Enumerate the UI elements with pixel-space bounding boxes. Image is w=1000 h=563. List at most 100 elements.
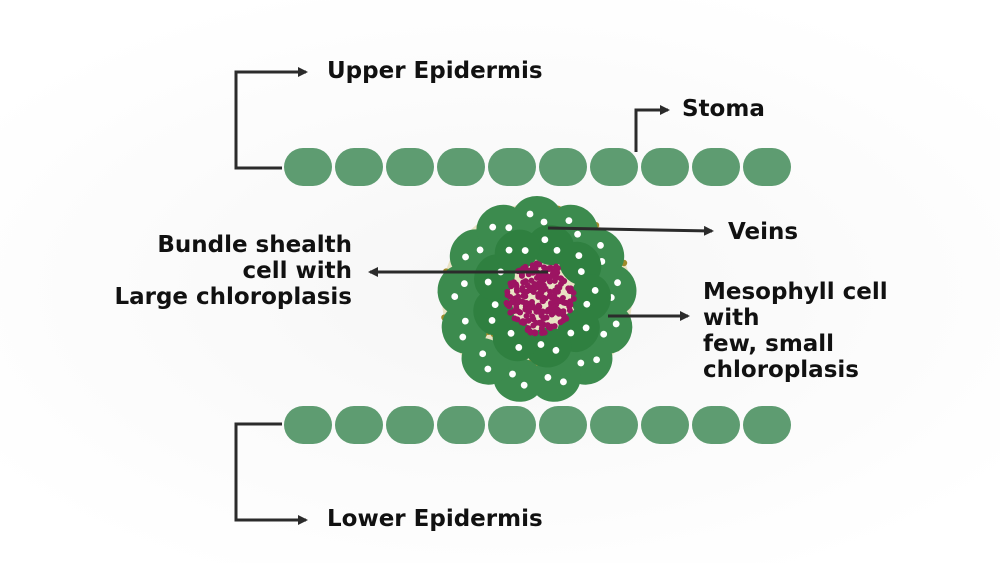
vein-dot [538,321,545,328]
chloroplast-dot [577,268,585,275]
vein-dot [527,285,534,292]
chloroplast-dot [459,333,467,341]
epidermis-cell [335,406,383,444]
vein-dot [509,299,516,306]
chloroplast-dot [582,324,590,332]
chloroplast-dot [451,293,459,300]
vein-dot [523,300,530,307]
mesophyll-cell [530,357,581,402]
vein-dot [567,285,574,292]
bundle-sheath-label: Bundle shealth cell with Large chloropla… [114,232,352,310]
chloroplast-dot [583,300,591,308]
epidermis-cell [692,148,740,186]
epidermis-cell [284,148,332,186]
vein-dot [535,302,542,309]
vein-dot [570,289,577,296]
chloroplast-dot [507,329,515,337]
vein-dot [557,319,564,326]
chloroplast-dot [505,246,513,254]
vein-dot [554,265,561,272]
cell-body [437,265,482,316]
epidermis-cell [488,406,536,444]
chloroplast-dot [541,236,549,244]
chloroplast-dot [577,359,585,367]
chloroplast-dot [612,320,620,328]
vein-dot [514,288,521,295]
chloroplast-dot [593,356,601,364]
mesophyll-line-1: Mesophyll cell [703,279,888,305]
vein-dot [524,308,531,315]
vein-dot [552,297,559,304]
chloroplast-dot [565,217,573,224]
vein-dot [548,308,555,315]
vein-dot [504,292,511,299]
chloroplast-dot [521,247,529,254]
vein-dot [570,295,577,302]
chloroplast-dot [560,378,567,386]
vein-dot [541,329,548,336]
epidermis-cell [641,148,689,186]
vein-dot [531,330,538,337]
mesophyll-label: Mesophyll cell with few, small chloropla… [703,279,888,383]
chloroplast-dot [591,287,599,294]
epidermis-cell [590,406,638,444]
chloroplast-dot [537,341,545,348]
vein-dot [520,318,527,325]
vein-dot [537,308,544,315]
chloroplast-dot [484,278,492,286]
vein-dot [548,323,555,330]
lower-epidermis-label: Lower Epidermis [327,506,543,532]
cell-body [494,229,540,272]
cell-body [525,327,572,368]
upper-epidermis-arrow [234,67,308,170]
vein-dot [519,284,526,291]
vein-dot [515,308,522,315]
vein-dot [549,270,556,277]
vein-dot [533,274,540,281]
veins-label: Veins [728,219,799,245]
vein-dot [524,327,531,334]
epidermis-cell [437,406,485,444]
epidermis-cell [284,406,332,444]
vein-core [503,260,577,337]
vein-dot [511,315,518,322]
mesophyll-line-4: chloroplasis [703,357,859,383]
bundle-sheath-cell [494,229,540,272]
chloroplast-dot [509,370,516,378]
lower-epidermis-arrow [234,422,308,525]
vein-dot [566,307,573,314]
leader-lines [234,67,714,525]
chloroplast-dot [553,246,561,254]
vein-dot [528,298,535,305]
chloroplast-dot [567,329,575,337]
chloroplast-dot [544,374,552,381]
chloroplast-dot [515,344,523,351]
bundle-sheath-cell [525,327,572,368]
bundle-sheath-line-3: Large chloroplasis [114,284,352,310]
stoma-arrow [634,105,670,152]
cell-body [473,289,514,336]
bundle-sheath-line-1: Bundle shealth [157,232,352,258]
chloroplast-dot [552,346,560,354]
vein-dot [559,310,566,317]
vein-dot [532,283,539,290]
epidermis-cell [743,148,791,186]
vein-dot [529,313,536,320]
vein-dot [546,293,553,300]
chloroplast-dot [600,330,608,338]
epidermis-cell [386,406,434,444]
epidermis-cell [335,148,383,186]
vein-dot [522,293,529,300]
chloroplast-dot [461,317,469,325]
vein-dot [503,299,510,306]
vein-dot [535,293,542,300]
vein-dot [538,289,545,296]
epidermis-cell [590,148,638,186]
epidermis-cell [539,406,587,444]
chloroplast-dot [597,241,604,249]
vein-dot [523,312,530,319]
vein-dot [554,284,561,291]
vein-dot [533,260,540,267]
